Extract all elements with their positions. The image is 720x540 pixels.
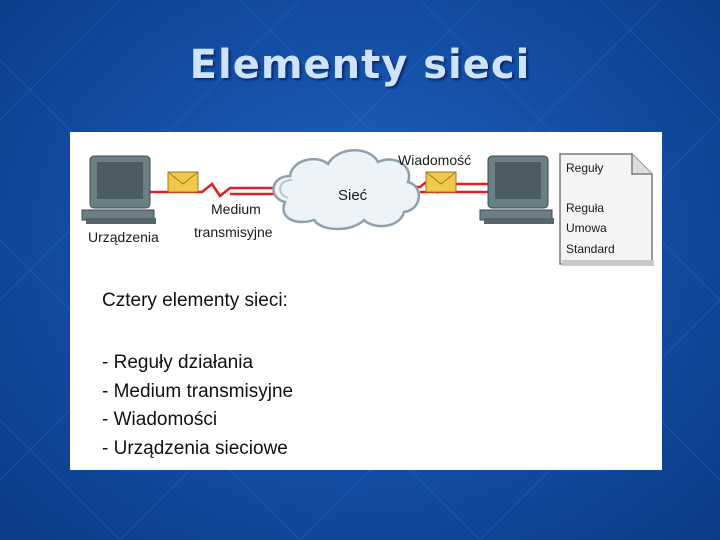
slide-title: Elementy sieci [189, 42, 531, 88]
list-item: - Medium transmisyjne [102, 380, 294, 402]
network-cloud-icon [272, 149, 420, 231]
envelope-left-icon [167, 171, 199, 193]
computer-right-icon [479, 155, 554, 224]
device-label: Urządzenia [88, 229, 159, 245]
content-panel: Sieć Wiadomość Reguły Reguła Umowa Stand… [70, 132, 662, 470]
elements-heading: Cztery elementy sieci: [102, 290, 288, 311]
computer-left-icon [81, 155, 156, 224]
rules-doc-line: Standard [566, 242, 615, 256]
network-diagram: Sieć Wiadomość Reguły Reguła Umowa Stand… [81, 149, 654, 266]
rules-document-icon [559, 153, 654, 266]
list-item: - Urządzenia sieciowe [102, 437, 288, 459]
rules-doc-line: Umowa [566, 221, 607, 235]
message-label: Wiadomość [398, 152, 471, 168]
list-item: - Wiadomości [102, 409, 218, 430]
list-item: - Reguły działania [102, 352, 254, 373]
envelope-right-icon [425, 171, 457, 193]
rules-doc-line: Reguła [566, 201, 604, 215]
cloud-label: Sieć [338, 187, 368, 204]
medium-label-line1: Medium [211, 201, 261, 217]
rules-doc-title: Reguły [566, 161, 603, 175]
medium-label-line2: transmisyjne [194, 224, 273, 240]
elements-list: - Reguły działania - Medium transmisyjne… [102, 349, 293, 463]
